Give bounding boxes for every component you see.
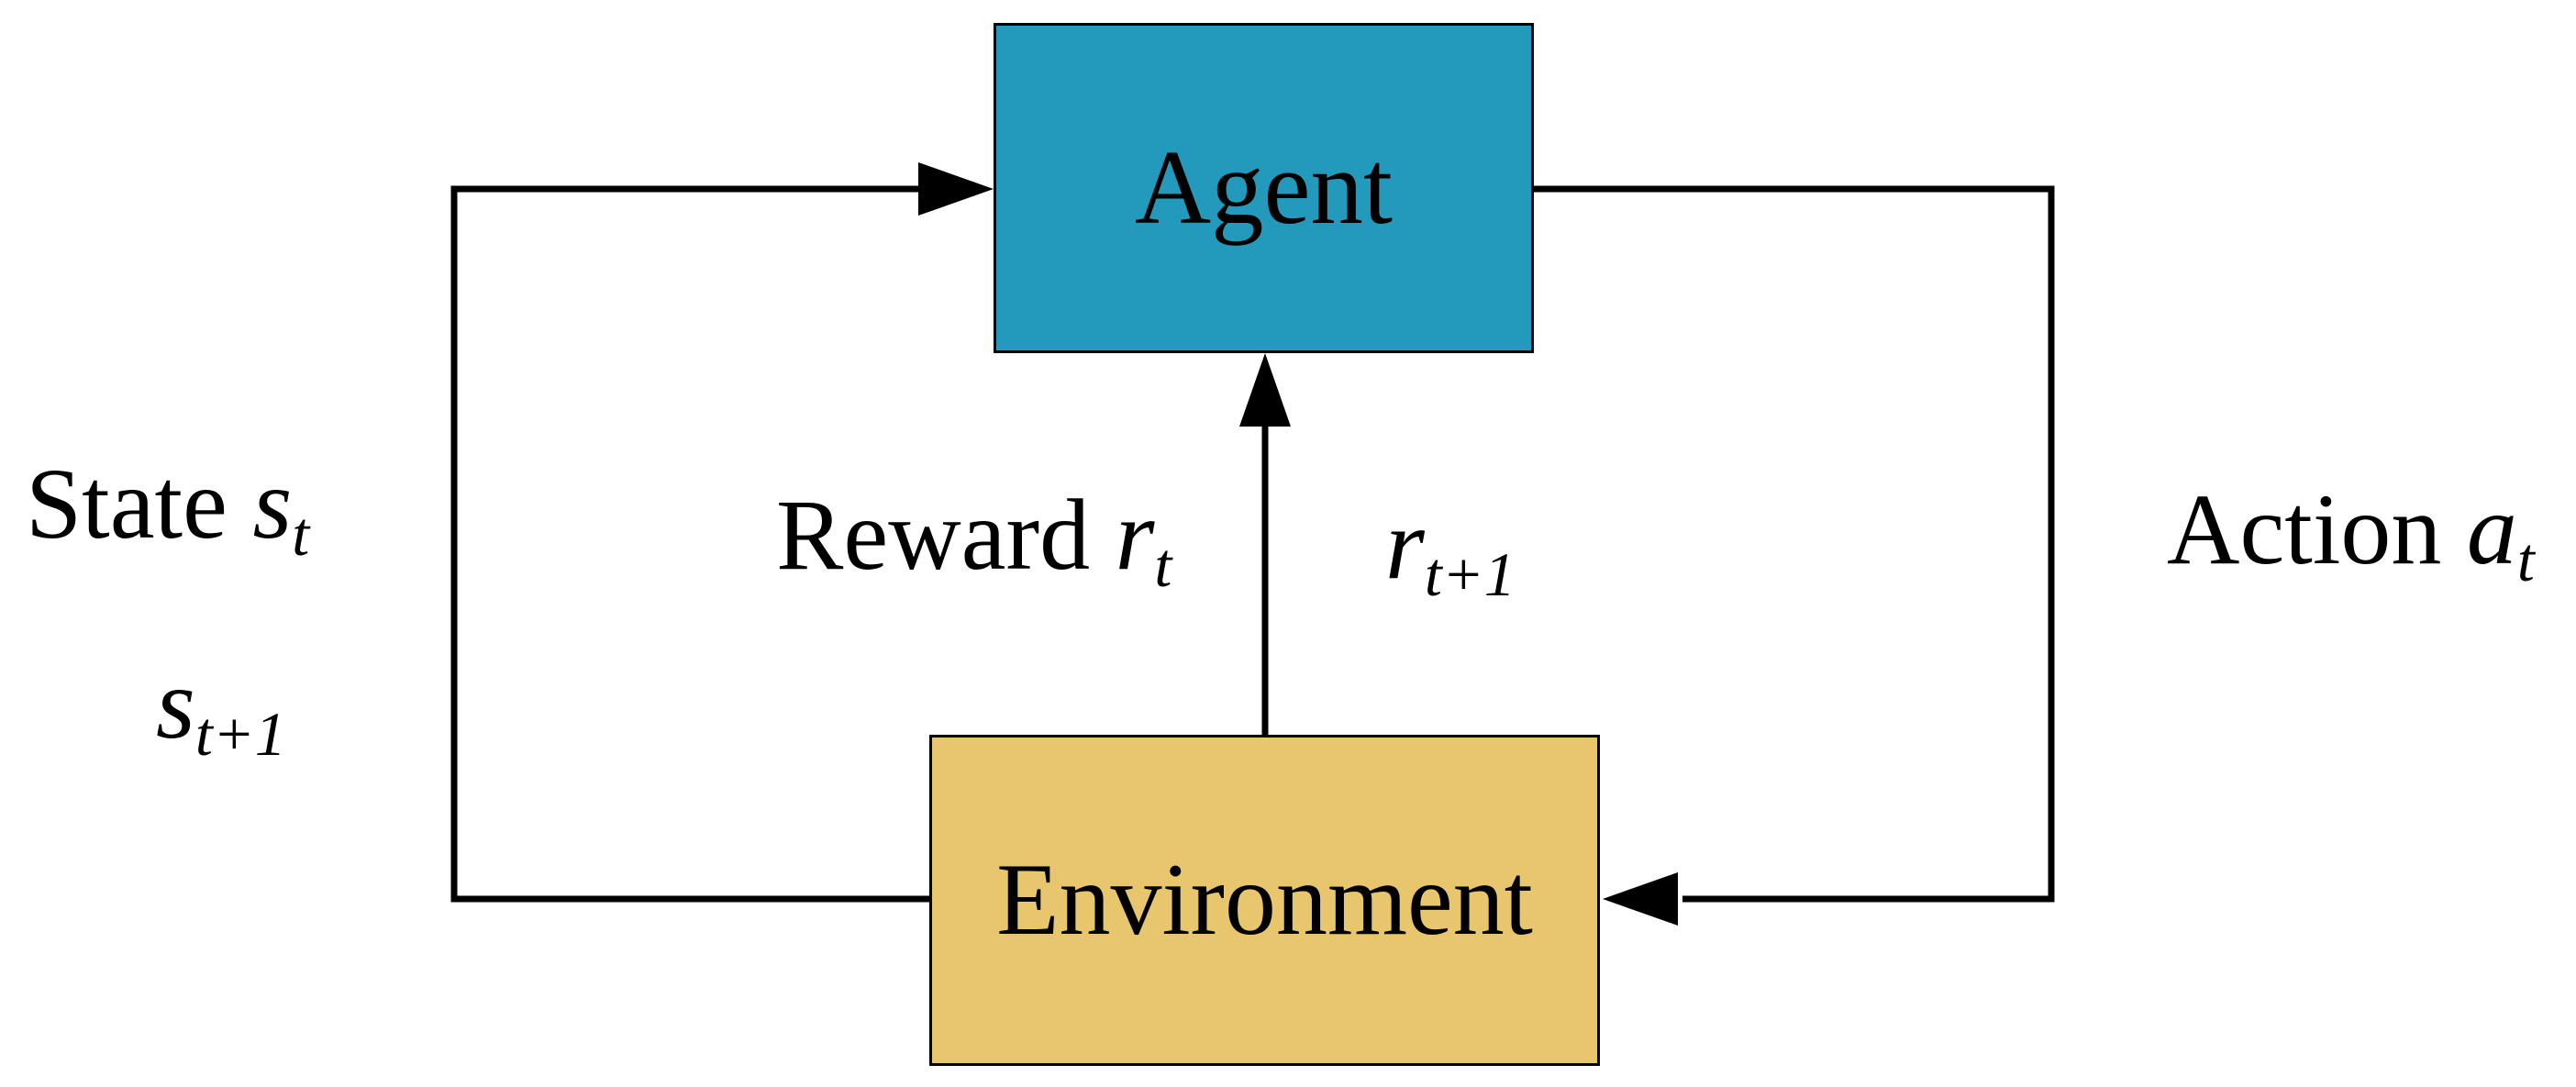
next-reward-label-sub: t+1 <box>1424 539 1516 610</box>
environment-box: Environment <box>929 735 1600 1066</box>
action-label: Action at <box>2167 479 2535 591</box>
next-state-label-var: s <box>156 648 195 760</box>
reward-label: Reward rt <box>776 484 1171 596</box>
state-label-sub: t <box>292 499 310 570</box>
next-reward-label-var: r <box>1385 488 1425 600</box>
state-arrowhead-icon <box>918 162 994 216</box>
state-label-var: s <box>252 448 293 560</box>
state-label: State st <box>26 453 309 565</box>
reward-arrowhead-icon <box>1239 353 1291 427</box>
next-reward-label: rt+1 <box>1385 494 1516 605</box>
state-arrow-line <box>450 185 929 903</box>
reward-label-var: r <box>1115 479 1155 591</box>
reward-label-text: Reward <box>776 479 1116 591</box>
action-arrowhead-icon <box>1603 872 1678 926</box>
next-state-label: st+1 <box>156 653 286 765</box>
next-state-label-sub: t+1 <box>194 699 286 770</box>
action-label-text: Action <box>2167 473 2467 585</box>
environment-box-label: Environment <box>996 843 1533 957</box>
action-label-sub: t <box>2516 525 2535 595</box>
action-label-var: a <box>2466 473 2517 585</box>
state-label-text: State <box>26 448 253 560</box>
action-arrow-line <box>1534 185 2055 903</box>
reward-label-sub: t <box>1154 530 1172 601</box>
agent-box: Agent <box>994 23 1534 353</box>
agent-box-label: Agent <box>1134 129 1393 246</box>
